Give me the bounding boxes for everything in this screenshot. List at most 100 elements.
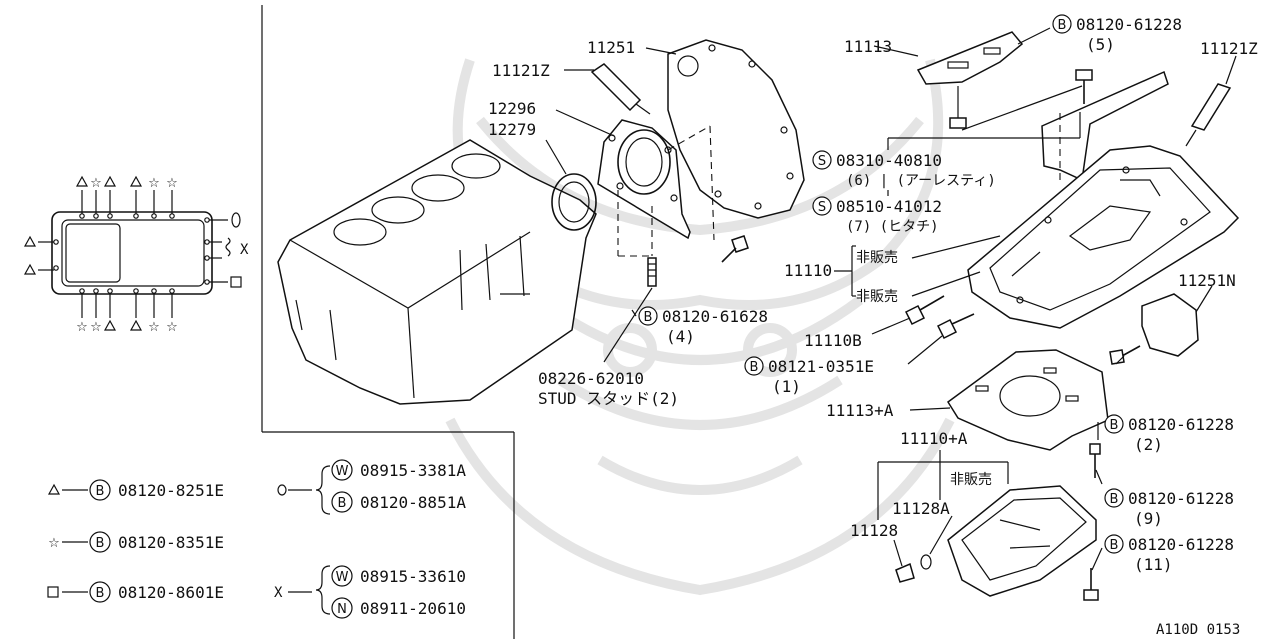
svg-text:B: B <box>1058 18 1067 33</box>
svg-text:B: B <box>1110 538 1119 553</box>
label-11128: 11128 <box>850 521 898 540</box>
x-mark: X <box>240 242 249 258</box>
svg-text:B: B <box>1110 418 1119 433</box>
legend-star-code: 08120-8351E <box>118 533 224 552</box>
legend-x-row: X W 08915-33610 N 08911-20610 <box>274 565 466 619</box>
label-11128a: 11128A <box>892 499 950 518</box>
svg-text:☆: ☆ <box>166 176 178 191</box>
legend-triangle-row: B 08120-8251E <box>47 479 224 501</box>
legend-x-code-w: 08915-33610 <box>360 567 466 586</box>
label-11113: 11113 <box>844 37 892 56</box>
star-markers: ☆☆☆ ☆☆☆☆ <box>76 176 178 335</box>
label-08121-0351e-qty: (1) <box>772 377 801 396</box>
badge-b <box>1104 534 1124 554</box>
badge-b <box>638 306 658 326</box>
badge-w <box>331 459 353 481</box>
svg-text:☆: ☆ <box>148 320 160 335</box>
svg-text:X: X <box>274 585 283 601</box>
sealant-tube-left <box>590 63 651 115</box>
badge-b <box>744 356 764 376</box>
legend-square-row: B 08120-8601E <box>47 581 224 603</box>
svg-text:W: W <box>336 464 349 479</box>
label-08510-41012: 08510-41012 <box>836 197 942 216</box>
label-not-for-sale-3: 非販売 <box>950 472 992 488</box>
stiffener-top <box>916 31 1024 129</box>
badge-b <box>331 491 353 513</box>
bolt-hole-markers <box>38 190 228 318</box>
badge-b <box>1104 488 1124 508</box>
legend-triangle-code: 08120-8251E <box>118 481 224 500</box>
legend-square-code: 08120-8601E <box>118 583 224 602</box>
badge-s <box>812 150 832 170</box>
label-08120-61228-q2-qty: (2) <box>1134 435 1163 454</box>
badge-n <box>331 597 353 619</box>
circle-and-square-markers <box>225 212 242 288</box>
label-08310-40810: 08310-40810 <box>836 151 942 170</box>
bolt-11110b <box>904 295 945 326</box>
assembly-guides <box>617 110 1061 257</box>
bolts-lower <box>1083 443 1101 601</box>
bolt-legend: B 08120-8251E W 08915-3381A B 08120-8851… <box>47 459 466 619</box>
badge-b <box>1052 14 1072 34</box>
label-stud: STUD スタッド(2) <box>538 389 679 408</box>
rear-oil-seal <box>551 173 597 231</box>
label-08120-61228-top-qty: (5) <box>1086 35 1115 54</box>
svg-text:B: B <box>644 310 653 325</box>
label-08120-61228-q11-qty: (11) <box>1134 555 1173 574</box>
badge-b <box>89 581 111 603</box>
label-12296: 12296 <box>488 99 536 118</box>
label-08120-61228-top: 08120-61228 <box>1076 15 1182 34</box>
svg-text:B: B <box>96 536 105 551</box>
legend-circle-code-b: 08120-8851A <box>360 493 466 512</box>
badge-s <box>812 196 832 216</box>
label-not-for-sale-2: 非販売 <box>856 289 898 305</box>
svg-text:☆: ☆ <box>76 320 88 335</box>
rear-oil-seal-retainer <box>597 119 691 240</box>
label-12279: 12279 <box>488 120 536 139</box>
label-11110b: 11110B <box>804 331 862 350</box>
stud <box>647 257 657 287</box>
svg-text:W: W <box>336 570 349 585</box>
label-11110: 11110 <box>784 261 832 280</box>
svg-text:☆: ☆ <box>148 176 160 191</box>
rear-plate <box>667 39 805 219</box>
svg-text:☆: ☆ <box>166 320 178 335</box>
legend-star-row: ☆ B 08120-8351E <box>48 531 224 553</box>
baffle-plate <box>946 349 1109 451</box>
drain-plug <box>895 554 932 583</box>
oil-pan-upper <box>967 70 1240 329</box>
label-08120-61228-q9-qty: (9) <box>1134 509 1163 528</box>
oil-pan-lower <box>947 485 1097 597</box>
label-11113-a: 11113+A <box>826 401 894 420</box>
svg-text:B: B <box>96 586 105 601</box>
badge-w <box>331 565 353 587</box>
svg-text:B: B <box>1110 492 1119 507</box>
label-08120-61628: 08120-61628 <box>662 307 768 326</box>
label-08121-0351e: 08121-0351E <box>768 357 874 376</box>
leader-lines <box>545 27 1237 571</box>
label-11121z-right: 11121Z <box>1200 39 1258 58</box>
label-08226-62010: 08226-62010 <box>538 369 644 388</box>
badge-b <box>89 531 111 553</box>
label-11110-a: 11110+A <box>900 429 968 448</box>
sealant-tube-right <box>1185 83 1232 147</box>
svg-text:B: B <box>96 484 105 499</box>
label-08120-61228-q2: 08120-61228 <box>1128 415 1234 434</box>
legend-circle-code-w: 08915-3381A <box>360 461 466 480</box>
label-08120-61628-qty: (4) <box>666 327 695 346</box>
label-not-for-sale-1: 非販売 <box>856 250 898 266</box>
bolt-top-right <box>1075 69 1093 104</box>
label-08120-61228-q9: 08120-61228 <box>1128 489 1234 508</box>
label-08120-61228-q11: 08120-61228 <box>1128 535 1234 554</box>
svg-text:N: N <box>337 602 347 617</box>
svg-text:☆: ☆ <box>48 536 60 551</box>
label-08310-note: (6) | (アーレスティ) <box>846 173 996 189</box>
svg-text:☆: ☆ <box>90 176 102 191</box>
rear-cover <box>1109 293 1199 365</box>
svg-text:S: S <box>818 154 826 169</box>
svg-text:☆: ☆ <box>90 320 102 335</box>
frame-lines <box>261 5 515 639</box>
cylinder-block <box>277 139 597 405</box>
label-11251n: 11251N <box>1178 271 1236 290</box>
